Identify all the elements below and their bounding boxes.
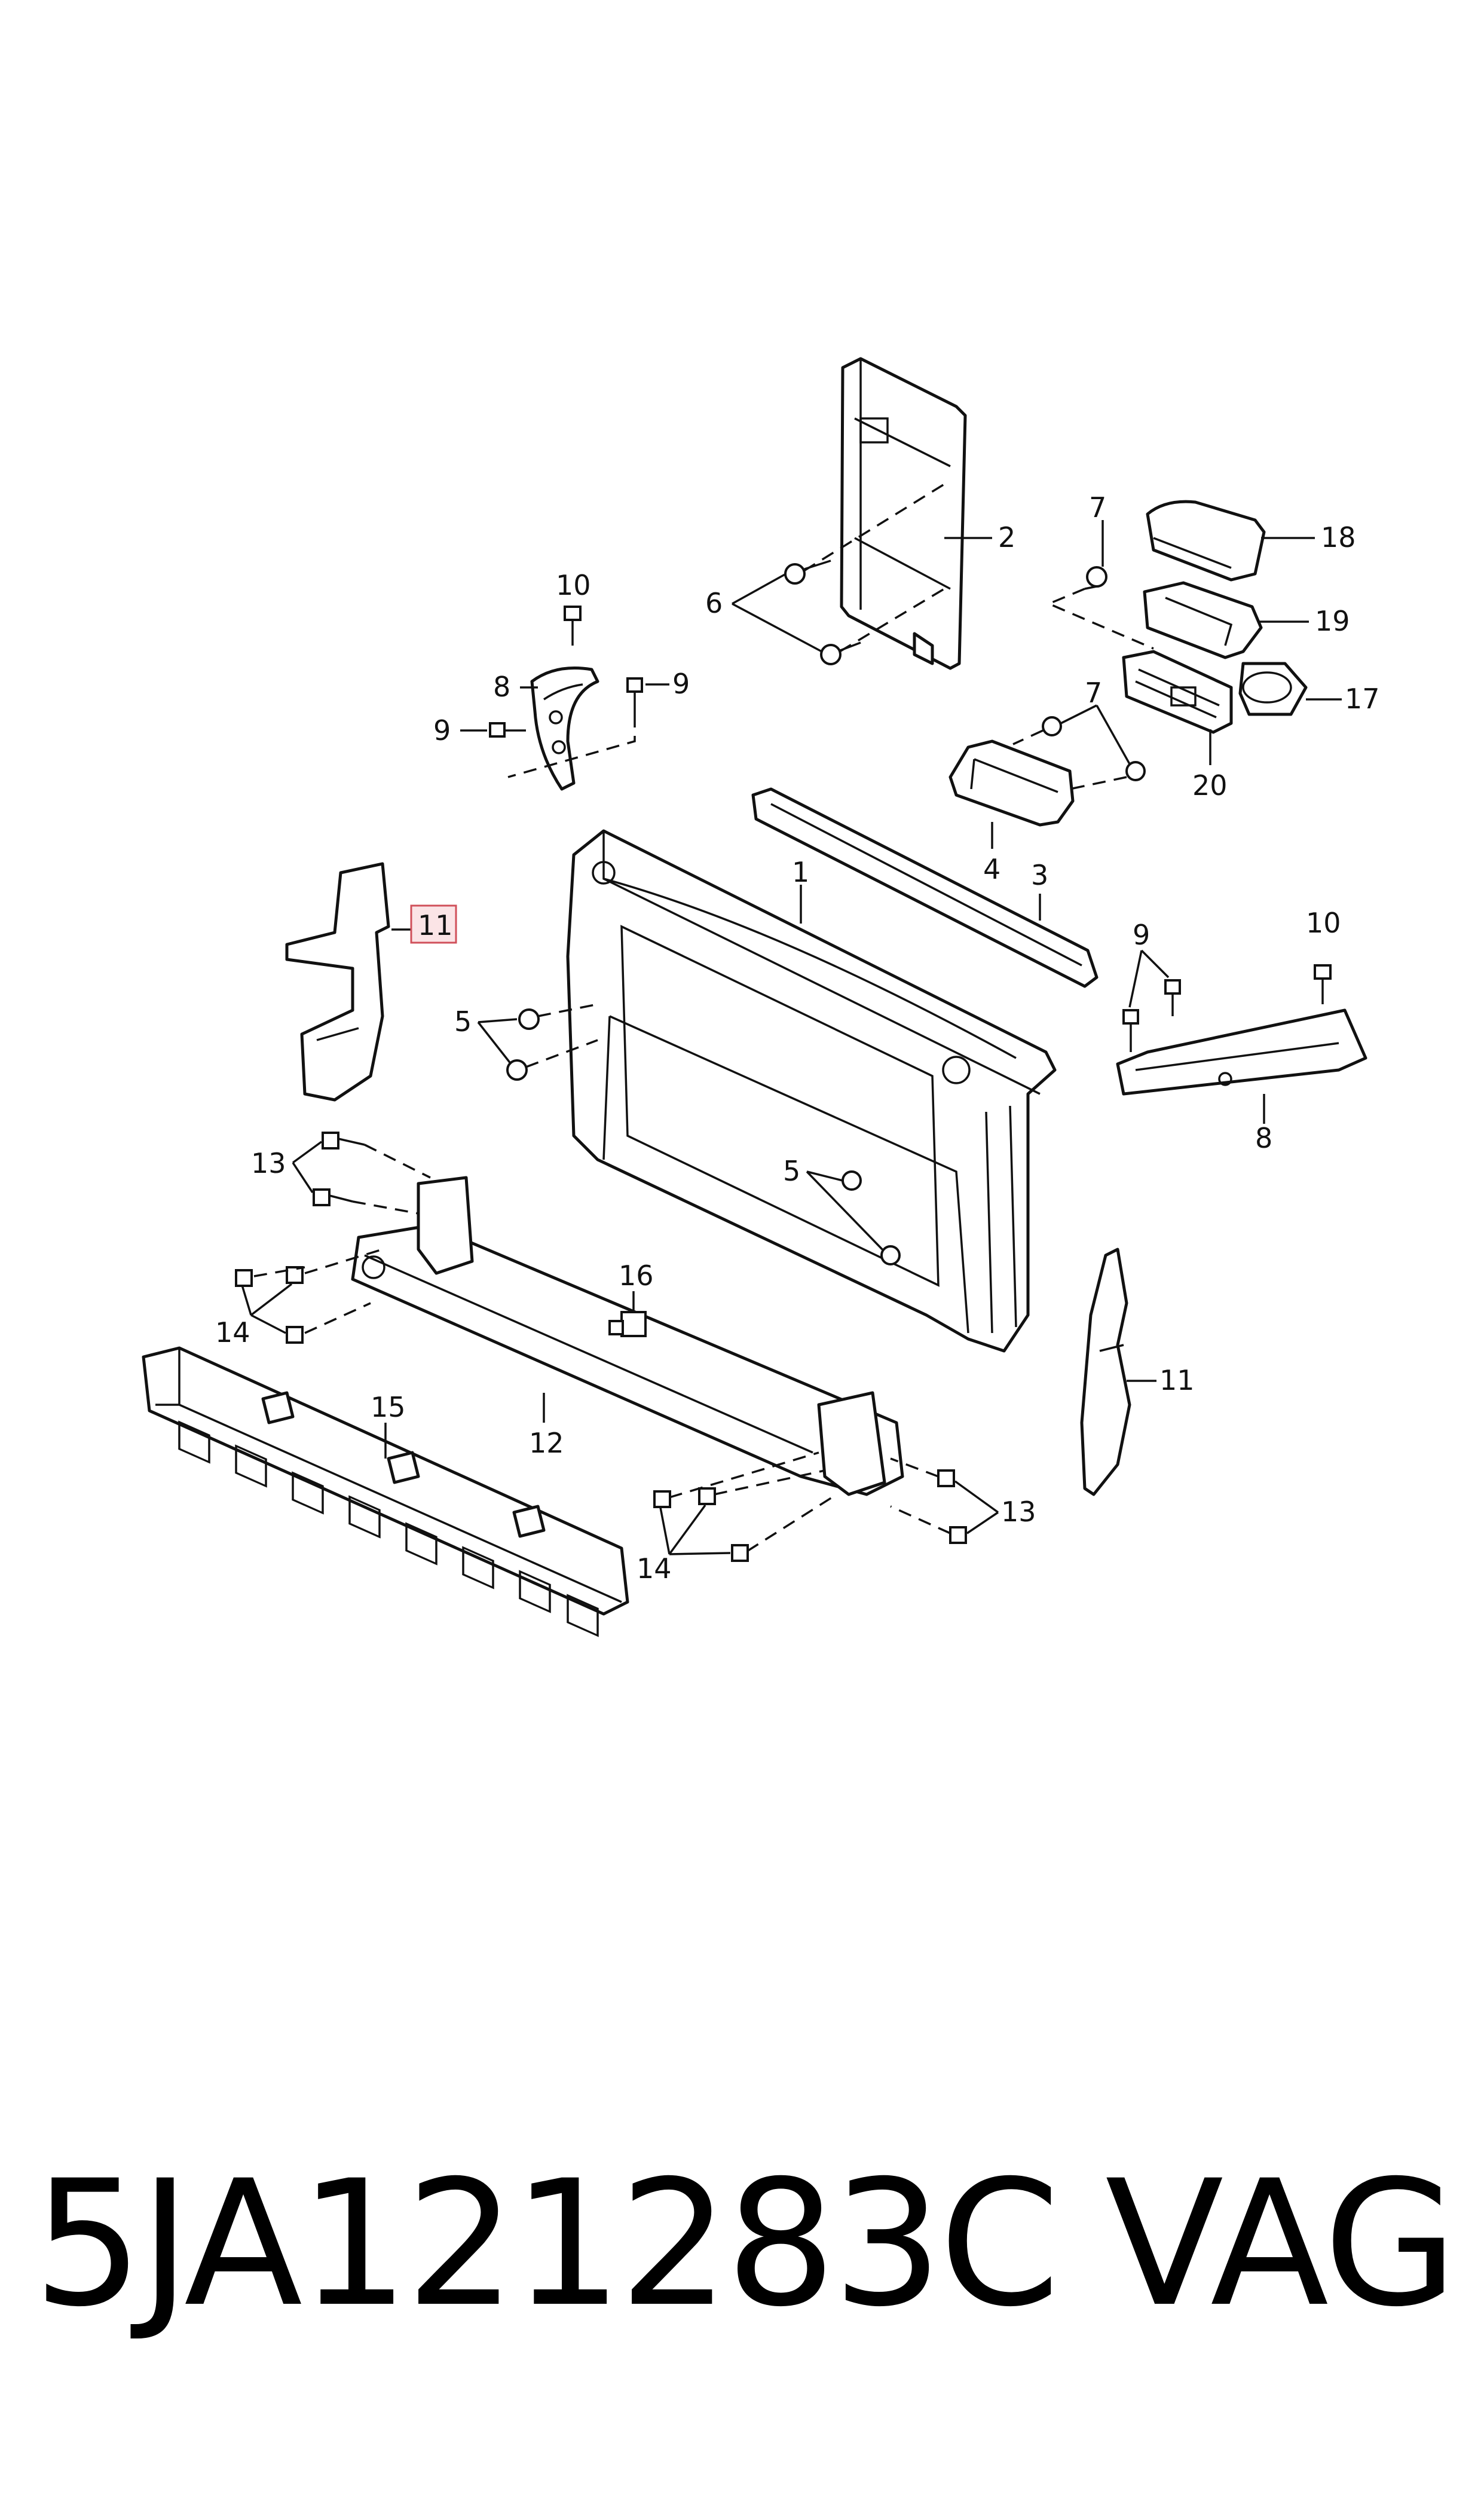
part-4-bracket: [948, 739, 1075, 827]
part-18-cover: [1146, 500, 1266, 582]
part-12-cross-member: [351, 1176, 904, 1496]
bolt-13-left-b: [313, 1188, 353, 1206]
part-number: 5JA121283C: [33, 2144, 1060, 2345]
callout-19: 19: [1315, 605, 1350, 637]
screw-7-mid-a: [1042, 716, 1062, 736]
callout-5-left: 5: [454, 1005, 472, 1038]
callout-3: 3: [1031, 859, 1048, 891]
part-2-air-guide: [840, 357, 967, 670]
bolt-14-left-c: [286, 1326, 304, 1344]
part-8-right-bracket: [1116, 1008, 1367, 1096]
callout-6: 6: [705, 587, 723, 619]
screw-5-right-b: [880, 1245, 901, 1265]
callout-10-right: 10: [1306, 907, 1341, 939]
bolt-13-right-a: [937, 1469, 955, 1487]
callout-7-mid: 7: [1085, 677, 1102, 709]
screw-5-left-a: [518, 1008, 540, 1030]
callout-4: 4: [983, 853, 1000, 885]
callout-8-right: 8: [1255, 1122, 1272, 1154]
bolt-14-right-b: [698, 1487, 716, 1505]
part-8-left-bracket: [530, 667, 599, 791]
callout-14-left: 14: [215, 1316, 250, 1349]
bolt-14-right-c: [731, 1544, 749, 1562]
callout-20: 20: [1192, 769, 1228, 802]
screw-5-right-a: [842, 1170, 862, 1191]
callout-11-right: 11: [1159, 1364, 1195, 1396]
bolt-9-right-a: [1122, 1009, 1139, 1052]
part-1-lock-carrier: [566, 829, 1057, 1353]
callout-9-upper: 9: [672, 668, 690, 700]
callout-10-left: 10: [556, 569, 591, 601]
part-19-duct: [1143, 581, 1263, 659]
bolt-14-left-a: [235, 1269, 253, 1287]
bolt-10-left: [564, 606, 582, 646]
callout-12: 12: [529, 1427, 564, 1459]
part-17-seal: [1238, 662, 1308, 716]
callout-1: 1: [792, 856, 809, 888]
part-16-clip: [608, 1311, 647, 1337]
callout-11-highlight-box: [410, 904, 457, 944]
screw-6-lower: [820, 641, 861, 665]
callout-7-upper: 7: [1089, 491, 1106, 524]
bolt-13-right-b: [949, 1526, 967, 1544]
bolt-9-left-of-bracket: [489, 722, 526, 738]
bolt-14-right-a: [653, 1490, 671, 1508]
callout-5-right: 5: [783, 1155, 800, 1187]
callout-11-left: 11: [418, 909, 453, 941]
bolt-9-right-b: [1164, 979, 1181, 1016]
brand-label: VAG: [1105, 2144, 1458, 2345]
callout-15: 15: [371, 1391, 406, 1423]
screw-5-left-b: [506, 1059, 528, 1081]
callout-18: 18: [1321, 521, 1356, 554]
bolt-14-left-b: [286, 1266, 304, 1284]
callout-13-right: 13: [1001, 1496, 1036, 1528]
callout-9-right: 9: [1133, 919, 1150, 951]
callout-16: 16: [619, 1259, 654, 1292]
callout-9-left: 9: [433, 714, 451, 747]
part-15-energy-absorber: [142, 1346, 629, 1637]
screw-6-upper: [784, 560, 831, 585]
screw-7-mid-b: [1125, 761, 1146, 781]
callout-8-left: 8: [493, 671, 510, 703]
part-11-right-air-guide: [1080, 1248, 1131, 1496]
part-20-duct-base: [1122, 650, 1233, 734]
bolt-10-right: [1314, 964, 1332, 1004]
callout-13-left: 13: [251, 1147, 286, 1179]
bolt-9-right-of-bracket: [626, 677, 643, 714]
footer: 5JA121283C VAG: [33, 2144, 1458, 2345]
part-3-strip: [751, 787, 1099, 988]
screw-7-upper: [1084, 566, 1107, 590]
callout-14-right: 14: [637, 1552, 672, 1585]
callout-2: 2: [998, 521, 1015, 554]
part-11-left-air-guide: [285, 862, 390, 1102]
bolt-13-left-a: [322, 1132, 365, 1150]
callout-17: 17: [1345, 683, 1380, 715]
